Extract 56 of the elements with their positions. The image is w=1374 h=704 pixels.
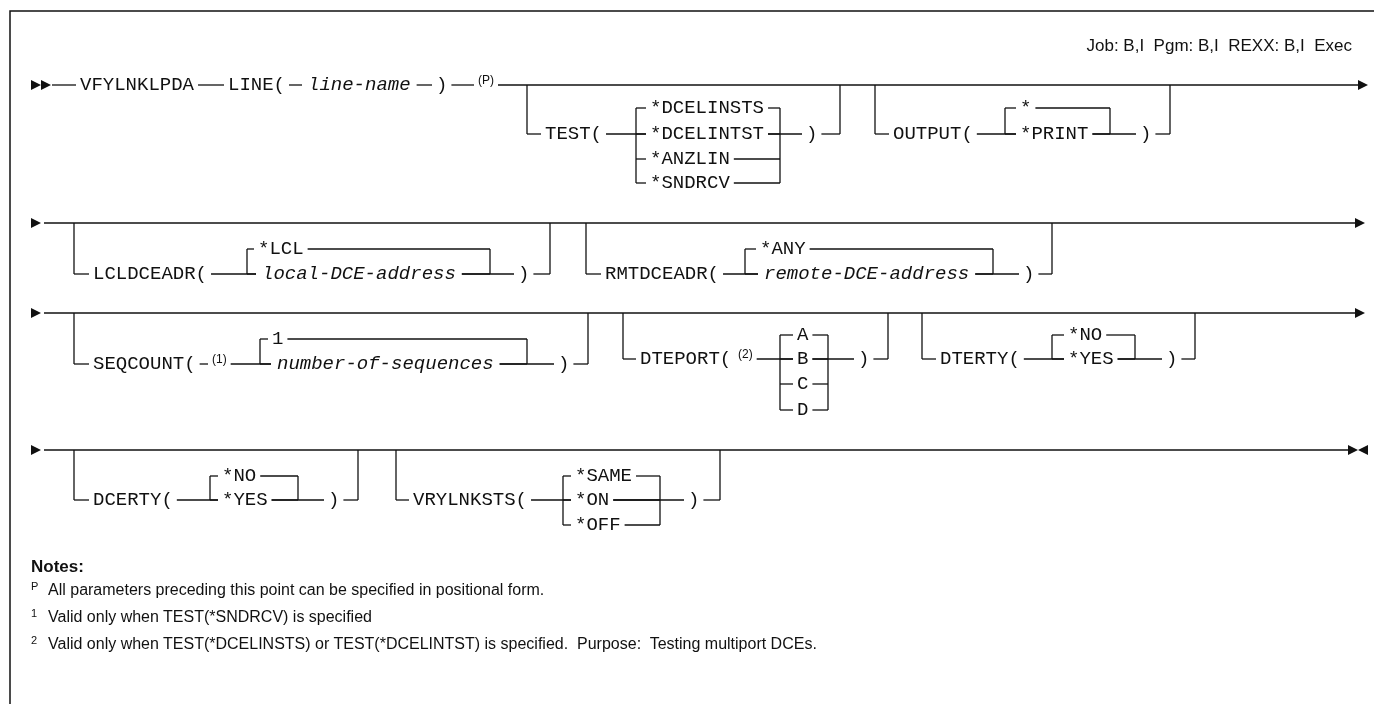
environment-info: Job: B,I Pgm: B,I REXX: B,I Exec (1086, 36, 1352, 54)
parameter-value: C (797, 374, 809, 394)
syntax-variable: line-name (307, 75, 412, 95)
closing-parenthesis: ) (518, 264, 530, 284)
syntax-variable: remote-DCE-address (763, 264, 971, 284)
syntax-keyword: OUTPUT( (893, 124, 973, 144)
syntax-keyword: LINE( (228, 75, 285, 95)
syntax-variable: local-DCE-address (261, 264, 457, 284)
syntax-keyword: SEQCOUNT( (93, 354, 196, 374)
closing-parenthesis: ) (436, 75, 448, 95)
syntax-keyword: TEST( (545, 124, 602, 144)
syntax-variable: number-of-sequences (276, 354, 495, 374)
footnote-mark: P (31, 581, 39, 593)
closing-parenthesis: ) (806, 124, 818, 144)
closing-parenthesis: ) (328, 490, 340, 510)
parameter-value: *YES (222, 490, 268, 510)
notes-heading: Notes: (31, 557, 84, 575)
parameter-value: *DCELINSTS (650, 98, 765, 118)
syntax-keyword: VRYLNKSTS( (413, 490, 528, 510)
parameter-value: *PRINT (1020, 124, 1089, 144)
syntax-keyword: VFYLNKLPDA (80, 75, 195, 95)
parameter-value: *OFF (575, 515, 621, 535)
syntax-keyword: DTERTY( (940, 349, 1020, 369)
closing-parenthesis: ) (858, 349, 870, 369)
syntax-keyword: RMTDCEADR( (605, 264, 720, 284)
footnote-text: Valid only when TEST(*DCELINSTS) or TEST(*DCELINTST) is specified. Purpose: Testing multiport DCEs. (48, 636, 817, 652)
parameter-value: *NO (1068, 325, 1103, 345)
parameter-value: *DCELINTST (650, 124, 765, 144)
syntax-keyword: DCERTY( (93, 490, 173, 510)
parameter-value: *ANZLIN (650, 149, 730, 169)
footnote-mark: 1 (31, 608, 38, 620)
footnote-mark: 2 (31, 635, 38, 647)
parameter-value: 1 (272, 329, 284, 349)
parameter-value: *ON (575, 490, 610, 510)
parameter-value: *LCL (258, 239, 304, 259)
parameter-value: *ANY (760, 239, 806, 259)
syntax-keyword: DTEPORT( (640, 349, 732, 369)
closing-parenthesis: ) (688, 490, 700, 510)
closing-parenthesis: ) (558, 354, 570, 374)
parameter-value: A (797, 325, 809, 345)
closing-parenthesis: ) (1140, 124, 1152, 144)
parameter-value: *SAME (575, 466, 632, 486)
closing-parenthesis: ) (1023, 264, 1035, 284)
footnote-text: All parameters preceding this point can be specified in positional form. (48, 582, 545, 598)
footnote-reference: (1) (212, 353, 227, 365)
footnote-reference: (P) (478, 74, 494, 86)
footnote-reference: (2) (738, 348, 753, 360)
parameter-value: *SNDRCV (650, 173, 730, 193)
parameter-value: D (797, 400, 809, 420)
parameter-value: *NO (222, 466, 257, 486)
syntax-keyword: LCLDCEADR( (93, 264, 208, 284)
parameter-value: B (797, 349, 809, 369)
parameter-value: *YES (1068, 349, 1114, 369)
footnote-text: Valid only when TEST(*SNDRCV) is specified (48, 609, 372, 625)
parameter-value: * (1020, 98, 1032, 118)
closing-parenthesis: ) (1166, 349, 1178, 369)
